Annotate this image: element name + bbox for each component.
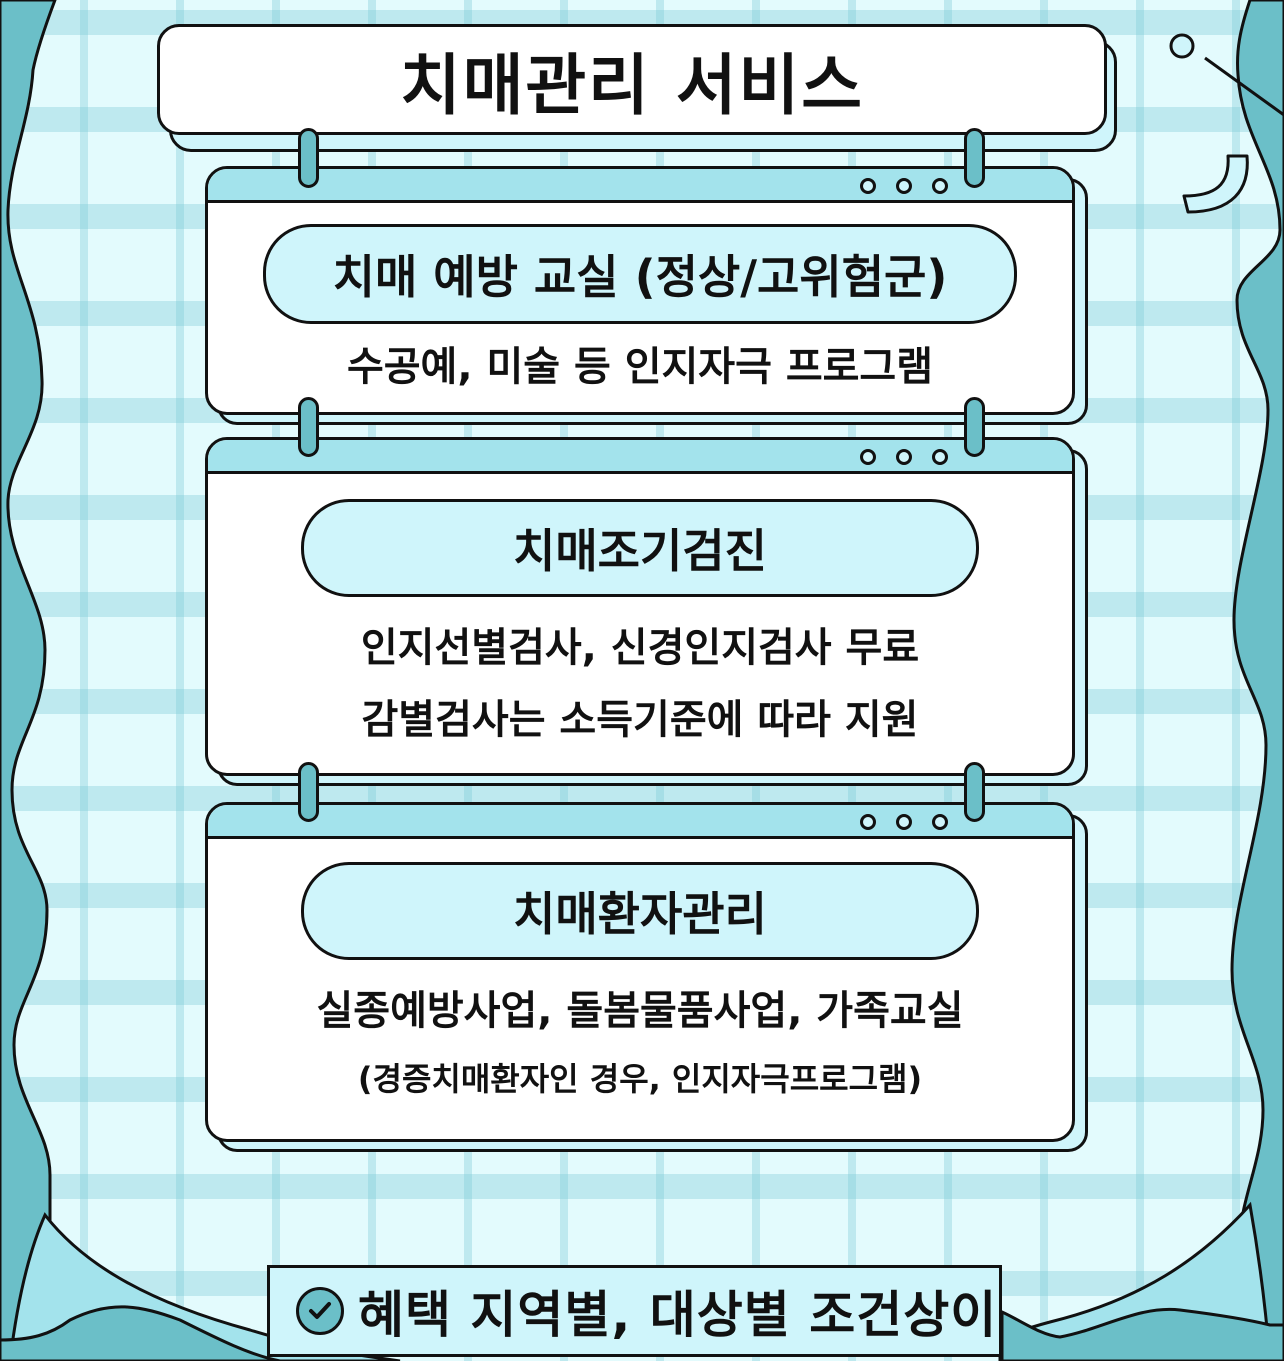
right-wave — [1230, 0, 1284, 1361]
page-title: 치매관리 서비스 — [399, 46, 865, 124]
window-dot-icon — [932, 178, 948, 194]
hanging-pin — [298, 762, 319, 822]
section-line: (경증치매환자인 경우, 인지자극프로그램) — [357, 1060, 923, 1098]
window-dot-icon — [932, 449, 948, 465]
section-line: 감별검사는 소득기준에 따라 지원 — [361, 697, 919, 743]
line-decoration — [1204, 56, 1284, 117]
window-dot-icon — [860, 814, 876, 830]
window-dot-icon — [860, 449, 876, 465]
section-line: 실종예방사업, 돌봄물품사업, 가족교실 — [316, 988, 964, 1034]
hanging-pin — [964, 128, 985, 188]
section-heading: 치매 예방 교실 (정상/고위험군) — [263, 224, 1017, 324]
service-card-prevention: 치매 예방 교실 (정상/고위험군) 수공예, 미술 등 인지자극 프로그램 — [205, 166, 1075, 415]
window-dot-icon — [896, 814, 912, 830]
window-dot-icon — [896, 449, 912, 465]
section-heading: 치매환자관리 — [301, 862, 979, 960]
bottom-left-wave-dark — [0, 1305, 281, 1361]
hanging-pin — [298, 128, 319, 188]
section-line: 인지선별검사, 신경인지검사 무료 — [360, 625, 920, 671]
footer-note-text: 혜택 지역별, 대상별 조건상이 — [358, 1286, 998, 1344]
service-card-screening: 치매조기검진 인지선별검사, 신경인지검사 무료 감별검사는 소득기준에 따라 … — [205, 437, 1075, 776]
small-circle-decoration — [1169, 33, 1195, 59]
section-heading-text: 치매환자관리 — [513, 887, 767, 941]
hanging-pin — [298, 397, 319, 457]
window-dot-icon — [932, 814, 948, 830]
hook-decoration — [1182, 154, 1249, 214]
section-heading-text: 치매 예방 교실 (정상/고위험군) — [332, 250, 948, 304]
window-header — [208, 169, 1072, 203]
left-wave — [0, 0, 57, 1361]
service-card-patient-care: 치매환자관리 실종예방사업, 돌봄물품사업, 가족교실 (경증치매환자인 경우,… — [205, 802, 1075, 1142]
section-heading: 치매조기검진 — [301, 499, 979, 597]
window-dot-icon — [896, 178, 912, 194]
bottom-right-wave-dark — [1000, 1307, 1284, 1361]
window-dot-icon — [860, 178, 876, 194]
section-line: 수공예, 미술 등 인지자극 프로그램 — [346, 344, 934, 390]
window-header — [208, 440, 1072, 474]
hanging-pin — [964, 397, 985, 457]
footer-note-banner: 혜택 지역별, 대상별 조건상이 — [267, 1265, 1002, 1357]
title-box: 치매관리 서비스 — [157, 24, 1107, 135]
window-header — [208, 805, 1072, 839]
section-heading-text: 치매조기검진 — [513, 524, 767, 578]
hanging-pin — [964, 762, 985, 822]
check-circle-icon — [296, 1287, 344, 1335]
